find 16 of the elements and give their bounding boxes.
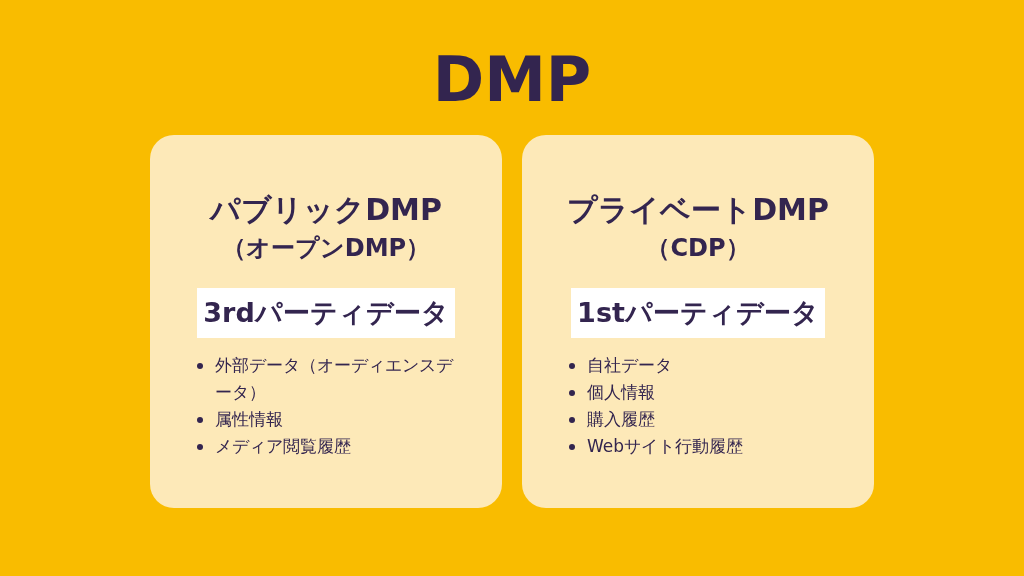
card-heading: パブリックDMP xyxy=(210,191,442,229)
card-heading: プライベートDMP xyxy=(567,191,829,229)
bullet-item: 属性情報 xyxy=(195,406,457,433)
bullet-item: 個人情報 xyxy=(567,379,829,406)
title: DMP xyxy=(432,42,592,118)
bullet-item: 購入履歴 xyxy=(567,406,829,433)
highlight-label: 1stパーティデータ xyxy=(571,288,825,338)
bullet-item: Webサイト行動履歴 xyxy=(567,433,829,460)
bullet-item: メディア閲覧履歴 xyxy=(195,433,457,460)
card-panel xyxy=(522,135,874,508)
bullet-item: 外部データ（オーディエンスデータ） xyxy=(195,352,457,406)
bullet-item: 自社データ xyxy=(567,352,829,379)
card-panel xyxy=(150,135,502,508)
card-subheading: （オープンDMP） xyxy=(221,233,431,264)
highlight-label: 3rdパーティデータ xyxy=(197,288,455,338)
card-subheading: （CDP） xyxy=(646,233,750,264)
